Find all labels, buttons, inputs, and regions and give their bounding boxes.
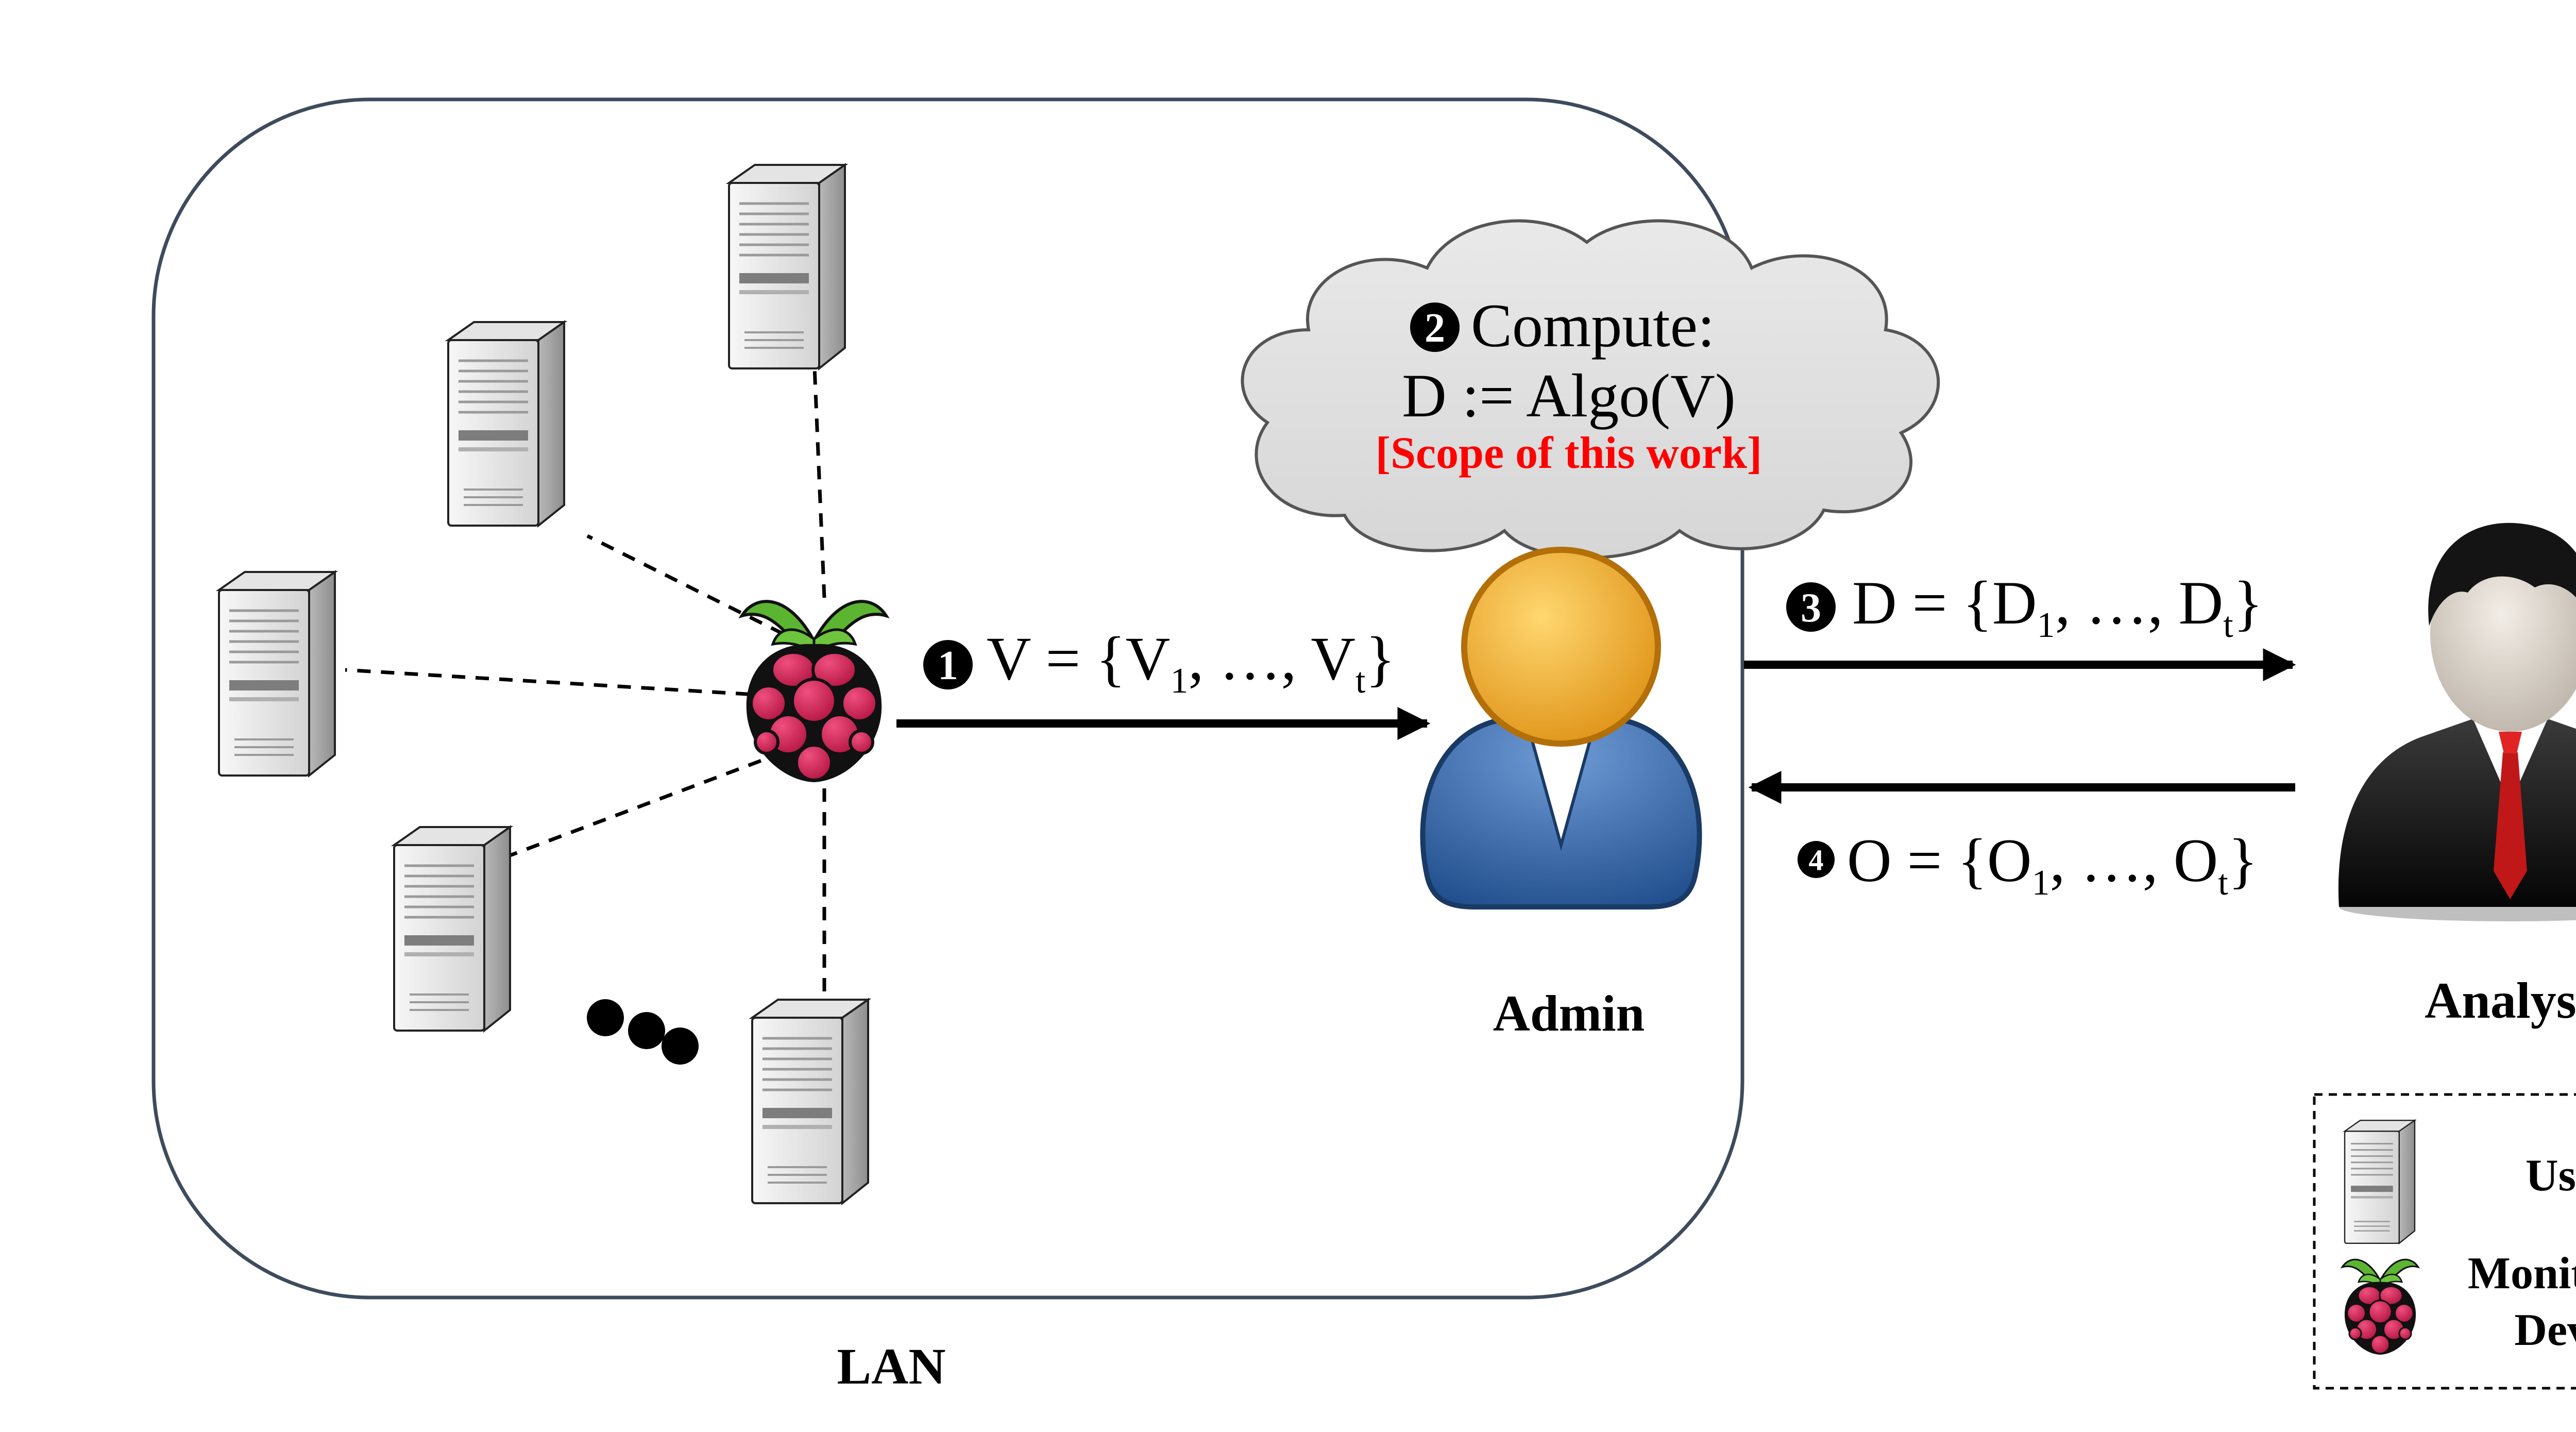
network-links xyxy=(345,355,826,1005)
legend-user-icon xyxy=(2344,1119,2416,1244)
businessman-icon xyxy=(2338,523,2576,921)
step-3-text-mid: , …, D xyxy=(2055,568,2224,637)
step-2-line-1: Compute: xyxy=(1471,291,1715,360)
step-2-number: 2 xyxy=(1425,306,1445,351)
scope-label: [Scope of this work] xyxy=(1376,428,1762,478)
step-3-text-pre: D = {D xyxy=(1852,568,2037,637)
user-device-5-icon xyxy=(752,1000,868,1203)
user-device-4-icon xyxy=(394,827,510,1031)
legend-box xyxy=(2313,1093,2576,1390)
step-1-text-post: } xyxy=(1365,624,1395,693)
step-4-sub-1: 1 xyxy=(2032,863,2050,903)
svg-text:D = {D1, …, Dt}: D = {D1, …, Dt} xyxy=(1852,568,2263,645)
step-1-sub-1: 1 xyxy=(1170,661,1188,701)
user-device-1-icon xyxy=(729,165,845,368)
legend: User Monitoring Device xyxy=(2313,1093,2576,1390)
raspberry-pi-icon xyxy=(742,601,886,782)
step-4-text-pre: O = {O xyxy=(1847,826,2032,895)
legend-user-label: User xyxy=(2526,1151,2576,1201)
step-4-label: 4 O = {O1, …, Ot} xyxy=(1798,826,2258,903)
step-1-badge xyxy=(923,640,973,689)
svg-text:V = {V1, …, Vt}: V = {V1, …, Vt} xyxy=(987,624,1395,701)
step-3-text-post: } xyxy=(2233,568,2263,637)
user-device-3-icon xyxy=(219,572,335,776)
step-1-label: 1 V = {V1, …, Vt} xyxy=(923,624,1395,701)
step-4-number: 4 xyxy=(1809,843,1824,877)
step-1-sub-t: t xyxy=(1355,661,1366,701)
lan-boundary xyxy=(151,97,1744,1300)
legend-monitoring-label-2: Device xyxy=(2514,1305,2576,1355)
step-1-text-pre: V = {V xyxy=(987,624,1170,693)
analyst-label: Analyst xyxy=(2425,972,2576,1029)
step-3-badge xyxy=(1786,582,1836,632)
step-3-sub-1: 1 xyxy=(2037,605,2055,645)
admin-label: Admin xyxy=(1493,985,1645,1042)
step-4-text-mid: , …, O xyxy=(2050,826,2218,895)
step-2-badge xyxy=(1410,302,1460,352)
user-device-2-icon xyxy=(448,322,564,526)
ellipsis-dots-icon xyxy=(587,999,699,1065)
step-4-sub-t: t xyxy=(2218,863,2228,903)
legend-monitoring-icon xyxy=(2341,1258,2419,1356)
step-1-number: 1 xyxy=(938,643,958,688)
step-4-badge xyxy=(1798,841,1835,878)
step-1-text-mid: , …, V xyxy=(1188,624,1355,693)
step-3-label: 3 D = {D1, …, Dt} xyxy=(1786,568,2263,645)
step-2-line-2: D := Algo(V) xyxy=(1402,361,1736,430)
admin-person-icon xyxy=(1420,547,1702,909)
step-3-number: 3 xyxy=(1801,585,1821,631)
step-4-text-post: } xyxy=(2228,826,2258,895)
legend-monitoring-label-1: Monitoring xyxy=(2468,1249,2576,1299)
step-3-sub-t: t xyxy=(2223,605,2233,645)
svg-text:O = {O1, …, Ot}: O = {O1, …, Ot} xyxy=(1847,826,2258,903)
lan-label: LAN xyxy=(837,1338,945,1395)
compute-cloud: 2 Compute: D := Algo(V) [Scope of this w… xyxy=(1241,219,1940,560)
